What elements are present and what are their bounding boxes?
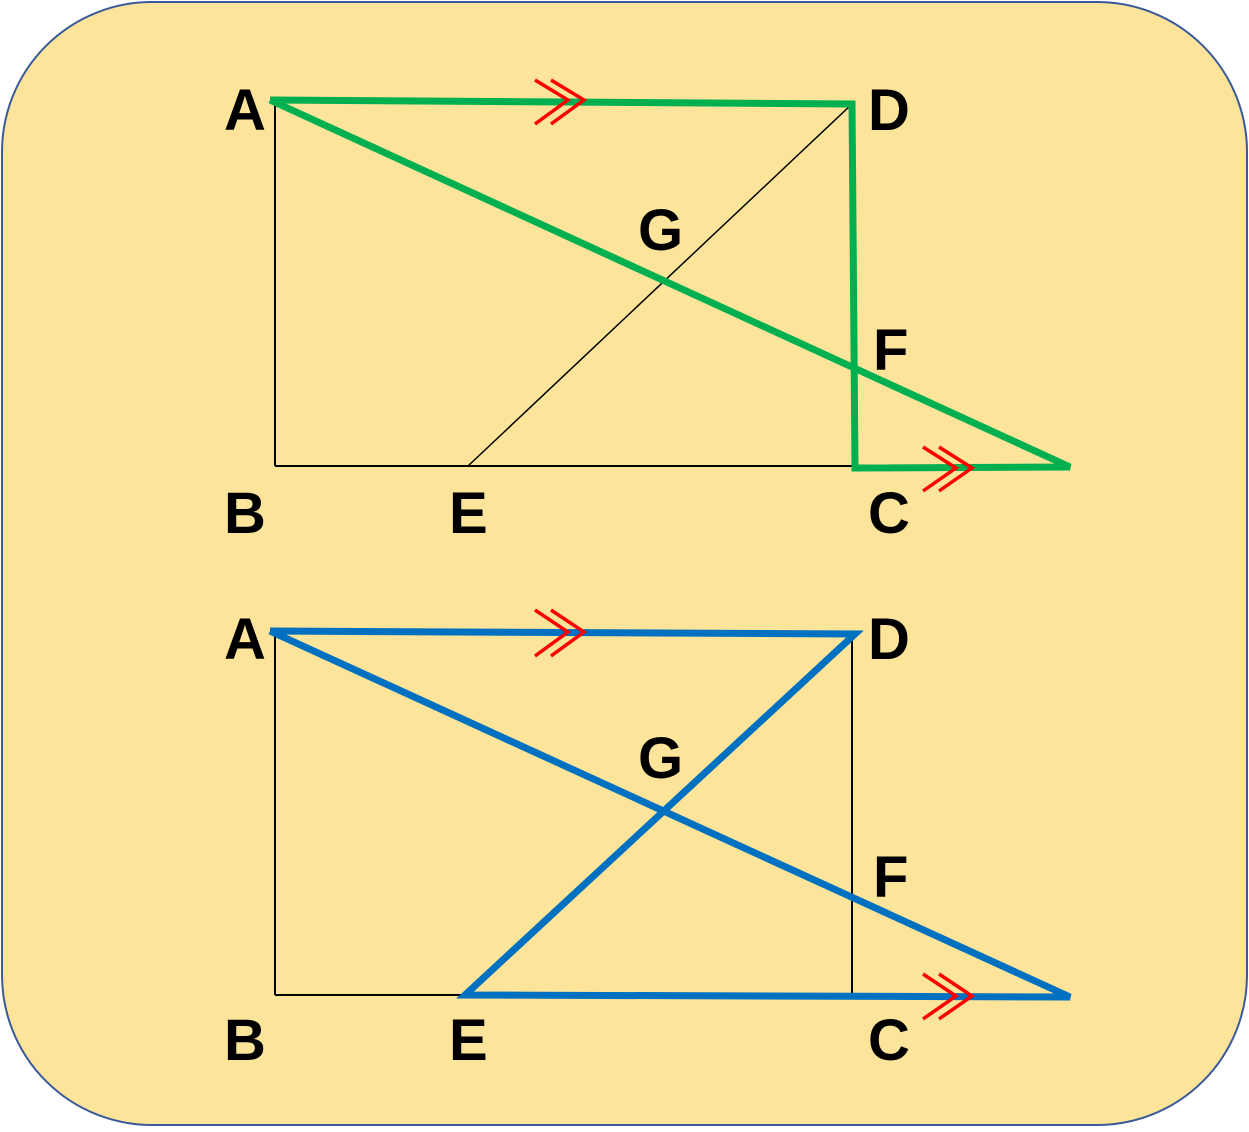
figure-1: A D G F B E C: [224, 78, 1072, 546]
fig1-highlight-path: [268, 96, 1072, 472]
fig1-label-D: D: [868, 78, 910, 143]
fig2-label-D: D: [868, 607, 910, 672]
fig1-label-F: F: [873, 318, 908, 383]
fig1-label-E: E: [449, 481, 488, 546]
figure-2: A D G F B E C: [224, 607, 1072, 1073]
fig1-label-C: C: [868, 481, 910, 546]
fig1-parallel-mark-CF: [921, 445, 976, 493]
fig2-label-G: G: [638, 726, 683, 791]
fig2-label-C: C: [868, 1008, 910, 1073]
fig2-label-A: A: [224, 607, 266, 672]
fig1-label-G: G: [638, 198, 683, 263]
fig2-label-E: E: [449, 1008, 488, 1073]
fig1-parallel-mark-AD: [533, 78, 588, 126]
fig2-parallel-mark-AD: [533, 608, 588, 658]
fig1-label-A: A: [224, 78, 266, 143]
fig1-segment-ED: [467, 103, 853, 467]
fig1-label-B: B: [224, 481, 266, 546]
fig2-label-F: F: [873, 845, 908, 910]
fig2-highlight-path: [268, 627, 1072, 1001]
fig2-label-B: B: [224, 1008, 266, 1073]
fig2-parallel-mark-EC: [921, 972, 976, 1021]
